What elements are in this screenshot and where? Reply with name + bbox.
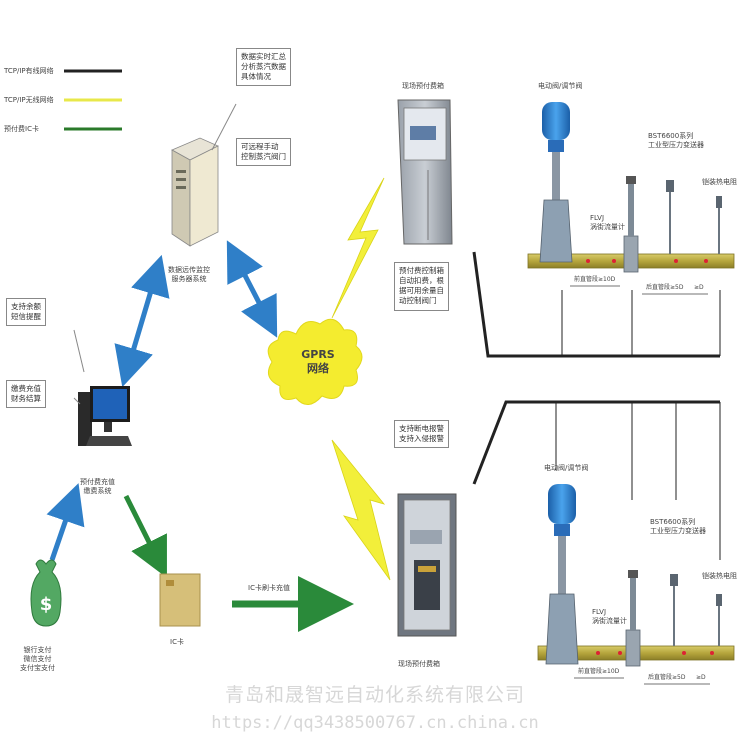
ic-card-label: IC卡 — [170, 638, 184, 646]
pressure-top-label: BST6600系列 工业型压力变送器 — [648, 132, 704, 149]
computer-note1-connector — [73, 329, 85, 373]
cabinet-bottom-label: 现场预付费箱 — [398, 660, 440, 668]
temp-bottom-label: 铠装热电阻 — [702, 572, 737, 580]
dim3-top-label: ≥D — [694, 284, 704, 291]
flowmeter-top-label: FLVJ 涡街流量计 — [590, 214, 625, 231]
money-label-line: 银行支付 — [23, 646, 52, 654]
gprs-cloud-icon — [267, 318, 363, 405]
arrow-server-computer — [114, 254, 170, 388]
svg-text:$: $ — [40, 594, 53, 615]
pressure-transmitter-bottom-icon — [670, 574, 678, 586]
flowmeter-bottom-icon — [625, 629, 641, 667]
gprs-label-line: GPRS — [301, 348, 335, 361]
wired-line-top — [472, 251, 720, 358]
server-note-remote: 可远程手动 控制蒸汽阀门 — [236, 138, 291, 167]
flowmeter-bottom-label: FLVJ 涡街流量计 — [592, 608, 627, 625]
arrow-money-computer — [46, 483, 85, 561]
server-note-summary: 数据实时汇总 分析蒸汽数据 具体情况 — [236, 48, 291, 87]
legend-label-iccard: 预付费IC卡 — [4, 125, 39, 133]
pipeline-top — [527, 102, 735, 295]
valve-top-actuator-icon — [542, 102, 570, 140]
cabinet-top-icon — [397, 99, 453, 245]
valve-bottom-label: 电动阀/调节阀 — [544, 464, 589, 472]
flowmeter-top-icon — [623, 235, 639, 273]
computer-note-balance-line: 支持余额 — [11, 302, 41, 311]
gprs-label: GPRS 网络 — [288, 348, 348, 376]
valve-top-label: 电动阀/调节阀 — [538, 82, 583, 90]
cabinet-top-label: 现场预付费箱 — [402, 82, 444, 90]
dim3-bottom-label: ≥D — [696, 674, 706, 681]
dim2-bottom-label: 后直管段≥5D — [648, 674, 686, 681]
pressure-transmitter-top-icon — [666, 180, 674, 192]
server-icon — [171, 137, 219, 247]
wired-line-bottom — [472, 400, 720, 485]
cabinet-bottom-note: 支持断电报警 支持入侵报警 — [394, 420, 449, 449]
arrow-server-gprs — [226, 240, 278, 338]
computer-note2-connector — [73, 397, 81, 405]
cabinet-top-note-line: 动控制阀门 — [399, 296, 437, 306]
money-bag-icon: $ — [30, 559, 62, 627]
computer-note-payment-line: 缴费充值 — [11, 384, 41, 393]
server-note-summary-line: 数据实时汇总 — [241, 52, 286, 61]
server-note-connector — [211, 103, 237, 151]
watermark-company: 青岛和晟智远自动化系统有限公司 — [224, 684, 525, 706]
server-label: 数据远传监控 服务器系统 — [168, 266, 210, 284]
cabinet-bottom-icon — [397, 493, 457, 637]
legend-label-wireless: TCP/IP无线网络 — [4, 96, 54, 104]
temp-top-label: 铠装热电阻 — [702, 178, 737, 186]
money-label: 银行支付 微信支付 支付宝支付 — [20, 646, 55, 672]
cabinet-top-note-line: 据可用余量自 — [399, 286, 444, 296]
pipeline-bottom — [537, 484, 735, 685]
server-note-summary-line: 具体情况 — [241, 72, 271, 82]
server-note-remote-line: 可远程手动 — [241, 142, 279, 151]
temp-sensor-top-icon — [716, 196, 722, 208]
ic-card-arrow-label: IC卡刷卡充值 — [248, 584, 290, 592]
cabinet-top-note-line: 预付费控制箱 — [399, 266, 444, 275]
valve-bottom-actuator-icon — [548, 484, 576, 524]
money-label-line: 支付宝支付 — [20, 663, 55, 672]
computer-note-payment: 缴费充值 财务结算 — [6, 380, 46, 409]
computer-note-balance: 支持余额 短信提醒 — [6, 298, 46, 327]
computer-note-payment-line: 财务结算 — [11, 394, 41, 404]
server-label-line: 服务器系统 — [171, 274, 207, 283]
server-note-remote-line: 控制蒸汽阀门 — [241, 152, 286, 162]
lightning-top — [331, 177, 385, 319]
computer-label-line: 预付费充值 — [80, 478, 115, 486]
dim1-top-label: 前直管段≥10D — [574, 276, 616, 283]
gprs-label-line: 网络 — [307, 361, 329, 375]
server-label-line: 数据远传监控 — [168, 266, 210, 274]
computer-label: 预付费充值 缴费系统 — [80, 478, 115, 496]
legend-label-wired: TCP/IP有线网络 — [4, 67, 54, 75]
dim1-bottom-label: 前直管段≥10D — [578, 668, 620, 675]
cabinet-bottom-note-line: 支持入侵报警 — [399, 434, 444, 444]
ic-card-icon — [159, 573, 201, 627]
cabinet-top-note: 预付费控制箱 自动扣费，根 据可用余量自 动控制阀门 — [394, 262, 449, 311]
pressure-bottom-label: BST6600系列 工业型压力变送器 — [650, 518, 706, 535]
money-label-line: 微信支付 — [23, 654, 52, 663]
arrow-computer-iccard — [123, 494, 167, 578]
computer-label-line: 缴费系统 — [83, 486, 112, 495]
server-note-summary-line: 分析蒸汽数据 — [241, 62, 286, 72]
computer-icon — [78, 386, 132, 446]
cabinet-top-note-line: 自动扣费，根 — [399, 276, 444, 286]
lightning-bottom — [331, 439, 391, 581]
temp-sensor-bottom-icon — [716, 594, 722, 606]
cabinet-bottom-note-line: 支持断电报警 — [399, 424, 444, 433]
computer-note-balance-line: 短信提醒 — [11, 312, 41, 322]
watermark-url: https://qq3438500767.cn.china.cn — [211, 713, 539, 733]
dim2-top-label: 后直管段≥5D — [646, 284, 684, 291]
